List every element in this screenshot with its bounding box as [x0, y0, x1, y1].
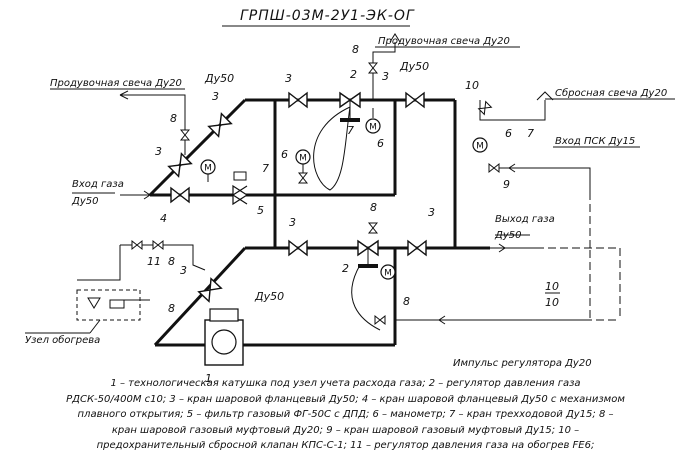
- callout-7a: 7: [262, 162, 269, 175]
- regulator-impulse-label: Импульс регулятора Ду20: [453, 358, 592, 369]
- callout-3g: 3: [180, 264, 187, 277]
- callout-8f: 8: [168, 302, 175, 315]
- small-valve-8-top: [368, 62, 378, 74]
- callout-9: 9: [503, 178, 510, 191]
- callout-7b: 7: [347, 124, 354, 137]
- small-valve-8-center: [368, 222, 378, 234]
- relief-valve-10: [478, 101, 492, 115]
- callout-6c: 6: [505, 127, 512, 140]
- callout-3a: 3: [212, 90, 219, 103]
- fraction-bottom: 10: [545, 296, 559, 309]
- scheme-title: ГРПШ-03М-2У1-ЭК-ОГ: [240, 8, 415, 24]
- callout-3e: 3: [289, 216, 296, 229]
- callout-8b: 8: [352, 43, 359, 56]
- gas-outlet-label: Выход газа: [495, 214, 555, 225]
- ball-valve-3-diag-bottom: [197, 277, 223, 303]
- technological-coil: [204, 308, 244, 366]
- callout-1: 1: [205, 372, 212, 385]
- gas-filter: [231, 171, 249, 206]
- small-valve-9: [488, 163, 500, 173]
- pressure-gauge-top: M: [365, 108, 381, 134]
- legend-line: плавного открытия; 5 – фильтр газовый ФГ…: [77, 409, 614, 420]
- small-valve-8-heater: [152, 240, 164, 250]
- svg-text:M: M: [476, 142, 484, 152]
- legend-line: предохранительный сбросной клапан КПС-С-…: [96, 440, 595, 451]
- legend: 1 – технологическая катушка под узел уче…: [20, 376, 671, 454]
- small-valve-11: [131, 240, 143, 250]
- callout-4: 4: [160, 212, 167, 225]
- du50-top-right: Ду50: [399, 60, 429, 73]
- gas-regulator-top: [339, 91, 361, 122]
- svg-text:M: M: [369, 123, 377, 133]
- callout-11: 11: [147, 255, 161, 268]
- callout-8c: 8: [370, 201, 377, 214]
- du50-bottom: Ду50: [254, 290, 284, 303]
- ball-valve-3-top-left: [288, 92, 308, 108]
- gas-outlet-size-label: Ду50: [494, 230, 521, 241]
- callout-8e: 8: [168, 255, 175, 268]
- gas-regulator-bottom: [357, 239, 379, 268]
- legend-line: кран шаровой газовый муфтовый Ду20; 9 – …: [111, 424, 580, 436]
- dashed-lines: [440, 168, 621, 321]
- gas-inlet-size-label: Ду50: [71, 196, 98, 207]
- ball-valve-4: [170, 187, 190, 203]
- heater-unit-label: Узел обогрева: [25, 334, 100, 346]
- ball-valve-3-top-right: [405, 92, 425, 108]
- ball-valve-3-bottom-right: [407, 240, 427, 256]
- callout-3c: 3: [382, 70, 389, 83]
- callout-2-top: 2: [350, 68, 357, 81]
- purge-candle-top-label: Продувочная свеча Ду20: [378, 36, 510, 47]
- callout-8d: 8: [403, 295, 410, 308]
- three-way-valve-7: [298, 172, 308, 184]
- psk-inlet-label: Вход ПСК Ду15: [555, 136, 635, 147]
- callout-10: 10: [465, 79, 479, 92]
- callout-5: 5: [257, 204, 264, 217]
- pressure-gauge-center: [295, 149, 311, 173]
- callout-6b: 6: [377, 137, 384, 150]
- legend-line: РДСК-50/400М с10; 3 – кран шаровой фланц…: [66, 393, 625, 405]
- callout-3d: 3: [155, 145, 162, 158]
- main-pipes: [148, 98, 490, 347]
- pressure-gauge-left: [200, 159, 216, 183]
- fraction-top: 10: [545, 280, 559, 293]
- ball-valve-3-diag-top: [207, 112, 233, 138]
- callout-6a: 6: [281, 148, 288, 161]
- flow-arrows: [119, 33, 554, 325]
- callout-8a: 8: [170, 112, 177, 125]
- purge-candle-left-label: Продувочная свеча Ду20: [50, 78, 182, 89]
- pressure-gauge-bottom: M: [380, 264, 396, 280]
- callout-7c: 7: [527, 127, 534, 140]
- ball-valve-3-diag-mid: [167, 152, 193, 178]
- pressure-gauge-psk: M: [472, 137, 488, 153]
- heater-unit-box: [76, 289, 141, 321]
- label-leaders: [50, 46, 675, 236]
- relief-candle-label: Сбросная свеча Ду20: [555, 87, 667, 99]
- svg-text:M: M: [384, 269, 392, 279]
- gas-inlet-label: Вход газа: [72, 179, 124, 190]
- callout-3b: 3: [285, 72, 292, 85]
- callout-3f: 3: [428, 206, 435, 219]
- small-valve-8-bottom: [374, 315, 386, 325]
- callout-2-bottom: 2: [342, 262, 349, 275]
- small-valve-8-left: [180, 129, 190, 141]
- ball-valve-3-bottom-left: [288, 240, 308, 256]
- legend-line: 1 – технологическая катушка под узел уче…: [110, 378, 581, 389]
- du50-top-left: Ду50: [204, 72, 234, 85]
